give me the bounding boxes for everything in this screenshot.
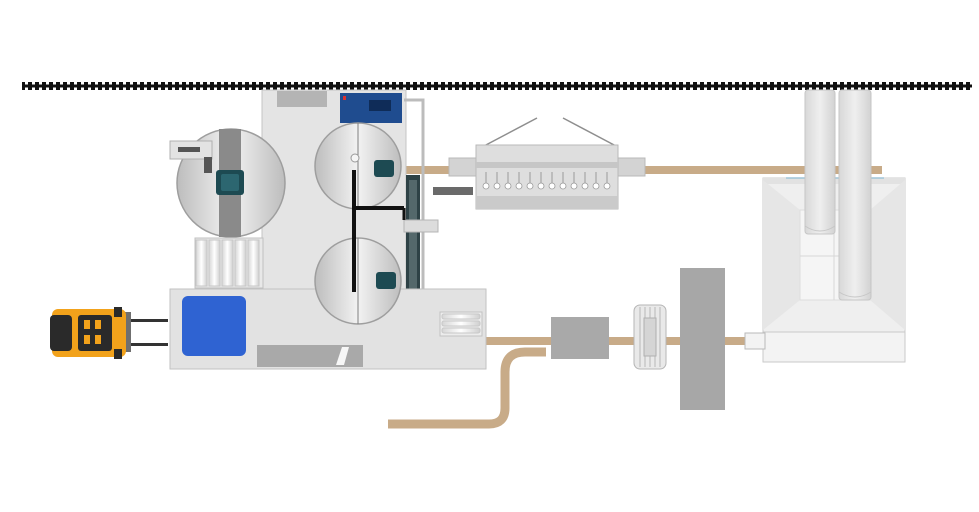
centrifuge-icon: [744, 89, 906, 363]
conveyor-roller-icon: [439, 311, 483, 337]
bottom-grate: [257, 345, 363, 367]
side-valve: [403, 219, 439, 233]
top-vent: [277, 91, 327, 107]
hopper-icon: [433, 117, 646, 210]
control-panel-screen: [369, 100, 391, 111]
upper-drum-lens: [374, 160, 394, 177]
hopper-outlet: [433, 187, 473, 195]
lower-drum-lens: [376, 272, 396, 289]
overhead-rail: [22, 82, 972, 90]
pipe-bottom-curve: [388, 347, 546, 429]
forklift-icon: [50, 307, 168, 359]
lower-drum: [314, 237, 402, 325]
upper-drum: [314, 122, 402, 210]
pump-housing: [551, 317, 609, 359]
inspection-magnifier: [169, 128, 286, 238]
central-shaft: [352, 170, 404, 292]
main-processing-unit: [169, 89, 487, 370]
turbine-icon: [633, 268, 725, 410]
roller-rack: [194, 237, 264, 289]
blue-hopper: [182, 296, 246, 356]
